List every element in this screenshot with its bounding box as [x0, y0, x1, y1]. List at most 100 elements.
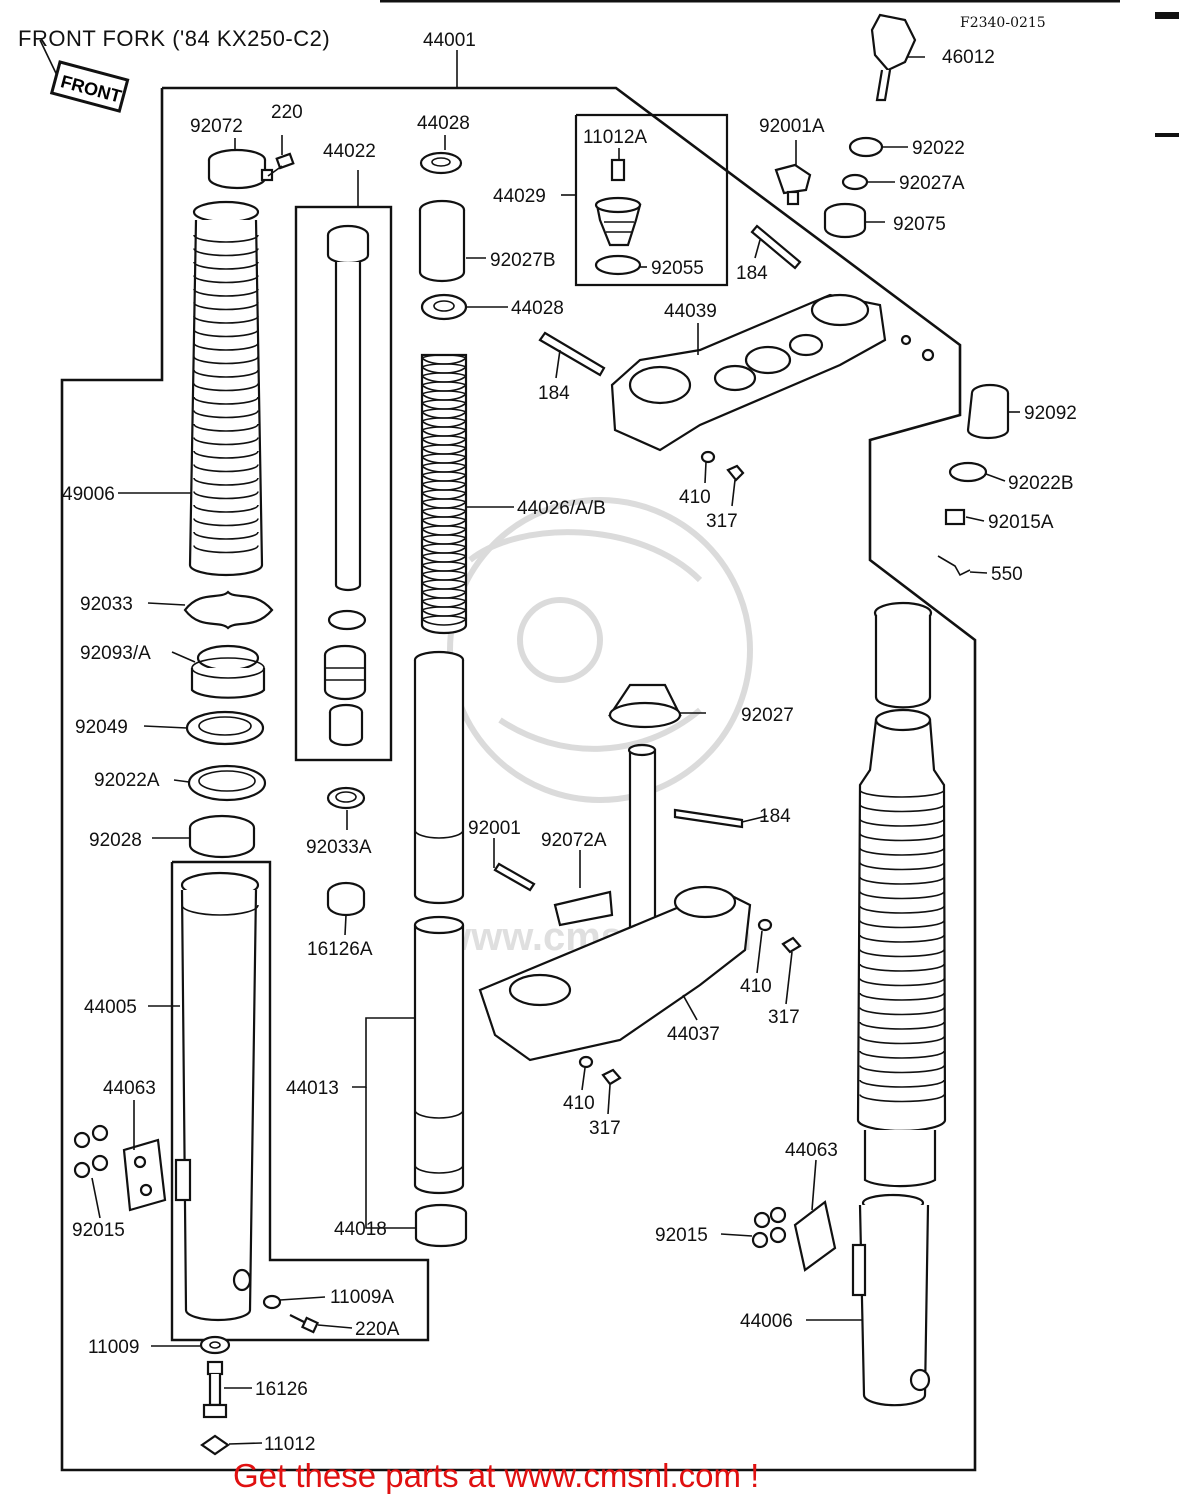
boot-rib	[193, 396, 259, 405]
label-92001A: 92001A	[759, 116, 825, 137]
nut-11012	[200, 1434, 230, 1456]
label-16126: 16126	[255, 1379, 308, 1400]
label-92092: 92092	[1024, 403, 1077, 424]
bolt-92001A	[774, 163, 812, 206]
label-44006: 44006	[740, 1311, 793, 1332]
label-92022: 92022	[912, 138, 965, 159]
label-410-lower: 410	[563, 1093, 595, 1114]
boot-rib	[859, 862, 945, 871]
part-labels: 44001 46012 92072 220 44022 44028 11012A…	[62, 30, 1077, 1455]
boot-rib	[193, 261, 259, 270]
assembly-outline	[60, 86, 977, 1472]
label-92093: 92093/A	[80, 643, 151, 664]
screw-220	[267, 152, 295, 177]
spacer-92027B	[418, 199, 466, 283]
boot-rib	[859, 818, 945, 827]
label-317-center: 317	[768, 1007, 800, 1028]
axle-clamp-44063-left	[122, 1138, 167, 1212]
dots-bracket	[900, 334, 935, 362]
boot-rib	[193, 531, 259, 540]
boot-rib	[859, 978, 945, 987]
boot-rib	[193, 518, 259, 527]
label-92033: 92033	[80, 594, 133, 615]
screw-220A	[289, 1314, 320, 1334]
boot-rib	[193, 437, 259, 446]
boot-rib	[193, 464, 259, 473]
seal-16126A	[326, 881, 366, 917]
outer-tube-44005	[174, 871, 260, 1322]
washer-92022A	[187, 764, 267, 802]
boot-rib	[859, 833, 945, 842]
outer-tube-box	[170, 860, 430, 1342]
washer-92022B	[948, 461, 988, 483]
label-11009: 11009	[88, 1337, 139, 1358]
boot-rib	[193, 423, 259, 432]
fork-boot-49006	[188, 200, 264, 577]
seal-92033	[183, 590, 274, 630]
nut-317-center	[781, 936, 802, 954]
bushing-44018	[414, 1203, 468, 1248]
nuts-92015-right	[751, 1206, 787, 1249]
boot-rib	[193, 504, 259, 513]
bushing-92092	[966, 383, 1010, 440]
piston-small	[328, 703, 364, 747]
bolt-184-upper	[750, 224, 802, 270]
boot-rib	[193, 545, 259, 554]
label-92022A: 92022A	[94, 770, 160, 791]
fork-spring-44026	[420, 353, 468, 635]
boot-rib	[859, 905, 945, 914]
spring-coil	[421, 615, 467, 626]
inner-tube-44013	[413, 650, 465, 1195]
clip-550	[937, 555, 971, 577]
label-11012A: 11012A	[583, 127, 647, 148]
cap-92075	[823, 202, 867, 239]
label-92015-right: 92015	[655, 1225, 708, 1246]
label-92033A: 92033A	[306, 837, 372, 858]
label-184-lower: 184	[759, 806, 791, 827]
boot-rib	[859, 1094, 945, 1103]
right-boot	[856, 708, 947, 1132]
boot-rib	[193, 477, 259, 486]
boot-rib	[859, 1007, 945, 1016]
cartridge-box	[294, 205, 393, 762]
label-92055: 92055	[651, 258, 704, 279]
boot-rib	[859, 876, 945, 885]
nut-317-upper	[726, 464, 745, 482]
damper-rod-44022	[326, 224, 370, 592]
label-44001: 44001	[423, 30, 476, 51]
nut-92015A	[944, 508, 966, 526]
label-92027A: 92027A	[899, 173, 965, 194]
boot-rib	[859, 847, 945, 856]
ring-92033A	[326, 786, 366, 810]
washer-92022	[848, 136, 884, 158]
label-220A: 220A	[355, 1319, 400, 1340]
washer-11009	[199, 1335, 231, 1355]
boot-rib	[859, 963, 945, 972]
outer-tube-44006	[851, 1193, 931, 1407]
order-parts-link[interactable]: Get these parts at www.cmsnl.com !	[233, 1457, 759, 1494]
label-550: 550	[991, 564, 1023, 585]
label-44063-left: 44063	[103, 1078, 156, 1099]
boot-rib	[859, 992, 945, 1001]
boot-rib	[193, 275, 259, 284]
bushing-92028	[188, 814, 256, 859]
boot-rib	[859, 891, 945, 900]
label-92049: 92049	[75, 717, 128, 738]
boot-rib	[193, 369, 259, 378]
label-44063-right: 44063	[785, 1140, 838, 1161]
oil-seal-92049	[185, 710, 265, 746]
boot-rib	[193, 302, 259, 311]
washer-410-center	[757, 918, 773, 932]
boot-rib	[859, 1036, 945, 1045]
label-92027B: 92027B	[490, 250, 556, 271]
boot-rib	[859, 1079, 945, 1088]
washer-92027A	[841, 173, 869, 191]
label-44022: 44022	[323, 141, 376, 162]
spring-seat-44028-top	[419, 151, 463, 175]
boot-rib	[859, 1050, 945, 1059]
label-410-center: 410	[740, 976, 772, 997]
axle-clamp-44063-right	[793, 1200, 837, 1272]
front-direction-tag: FRONT	[39, 39, 130, 113]
label-11009A: 11009A	[330, 1287, 394, 1308]
